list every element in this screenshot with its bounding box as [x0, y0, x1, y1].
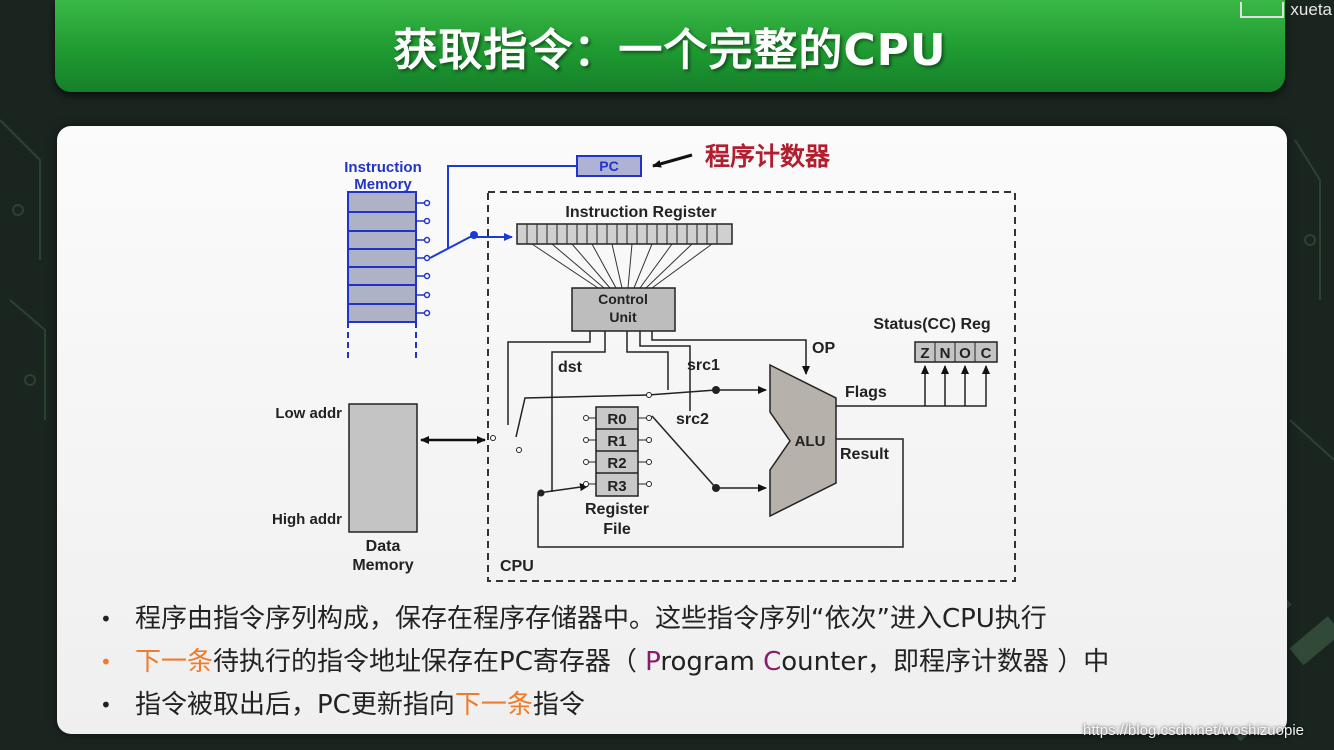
flag-c: C	[981, 345, 992, 362]
status-reg-label: Status(CC) Reg	[873, 316, 990, 333]
op-label: OP	[812, 340, 835, 357]
bullet-text-2: 下一条待执行的指令地址保存在PC寄存器（ Program Counter，即程序…	[135, 641, 1109, 684]
src1-label: src1	[687, 357, 720, 374]
bullet-2-part-f: ounter，即程序计数器 ）中	[781, 647, 1110, 677]
flag-z: Z	[920, 345, 929, 362]
data-memory	[348, 403, 418, 533]
instruction-register-label: Instruction Register	[565, 204, 716, 221]
low-addr-label: Low addr	[275, 405, 342, 422]
register-file-label-1: Register	[585, 501, 649, 518]
cpu-boundary	[487, 191, 1016, 582]
dst-label: dst	[558, 359, 583, 376]
instruction-memory	[347, 191, 431, 362]
control-unit	[571, 287, 676, 332]
brand-text: xueta	[1290, 0, 1332, 19]
instruction-memory-label-2: Memory	[354, 176, 412, 193]
register-file: R0 R1 R2 R3	[583, 406, 652, 497]
brand-logo: xueta	[1240, 0, 1334, 20]
flag-n: N	[940, 345, 951, 362]
bullet-dot-icon: •	[100, 607, 112, 631]
register-r0: R0	[607, 411, 626, 428]
alu	[769, 363, 837, 518]
flag-o: O	[959, 345, 971, 362]
control-unit-label-2: Unit	[609, 309, 637, 325]
bullet-2-part-d: rogram	[660, 647, 764, 677]
register-r3: R3	[607, 478, 626, 495]
src2-label: src2	[676, 411, 709, 428]
status-flags: Z N O C	[914, 341, 998, 363]
data-memory-label-2: Memory	[352, 557, 413, 574]
control-unit-label-1: Control	[598, 291, 648, 307]
instruction-register	[516, 223, 733, 245]
highlight-next-2: 下一条	[454, 690, 533, 720]
bullet-2-part-b: 待执行的指令地址保存在PC寄存器（	[213, 647, 646, 677]
bullet-2-letter-c: C	[763, 647, 782, 677]
watermark: https://blog.csdn.net/woshizuopie	[1083, 722, 1304, 739]
bullet-2-letter-p: P	[645, 647, 661, 677]
alu-label: ALU	[795, 433, 826, 450]
data-memory-label-1: Data	[366, 538, 401, 555]
bullet-dot-icon: •	[100, 693, 112, 717]
bullet-text-3: 指令被取出后，PC更新指向下一条指令	[135, 684, 585, 727]
cpu-label: CPU	[500, 558, 534, 575]
page-title: 获取指令：一个完整的CPU	[393, 25, 947, 76]
register-r2: R2	[607, 455, 626, 472]
high-addr-label: High addr	[272, 511, 342, 528]
pc-annotation: 程序计数器	[705, 142, 831, 171]
bullet-3-part-c: 指令	[532, 690, 585, 720]
highlight-next: 下一条	[135, 647, 214, 677]
register-r1: R1	[607, 433, 626, 450]
bullet-3-part-a: 指令被取出后，PC更新指向	[135, 690, 455, 720]
result-label: Result	[840, 446, 890, 463]
flags-label: Flags	[845, 384, 887, 401]
pc-label: PC	[599, 158, 618, 174]
title-bar: 获取指令：一个完整的CPU	[55, 0, 1285, 92]
pc-pointer-arrow	[652, 153, 693, 168]
register-file-label-2: File	[603, 521, 631, 538]
instruction-memory-label-1: Instruction	[344, 159, 422, 176]
bullet-dot-icon: •	[100, 650, 112, 674]
bullet-text-1: 程序由指令序列构成，保存在程序存储器中。这些指令序列“依次”进入CPU执行	[135, 604, 1047, 634]
logo-icon	[1240, 2, 1285, 18]
